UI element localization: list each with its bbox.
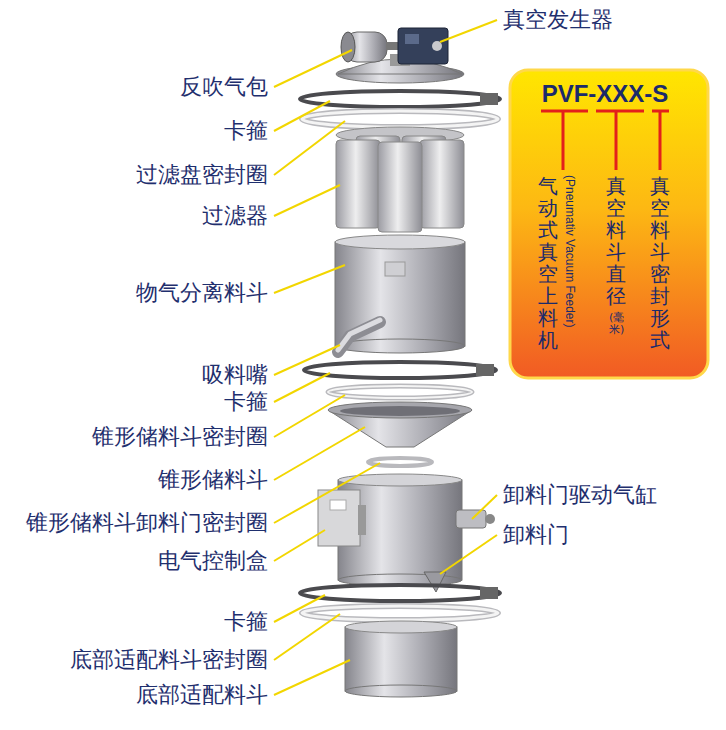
gasket	[328, 386, 472, 398]
clamp	[304, 362, 496, 378]
storage-section	[318, 474, 495, 592]
clamp-hinge	[476, 364, 494, 376]
filters	[336, 127, 464, 232]
gasket	[328, 386, 472, 398]
part-label: 过滤盘密封圈	[136, 163, 268, 187]
gasket	[302, 606, 498, 620]
part-label: 电气控制盒	[158, 549, 268, 573]
clamp	[300, 91, 500, 107]
part-label: 吸料嘴	[202, 363, 268, 387]
part-label: 卡箍	[224, 390, 268, 414]
part-label: 锥形储料斗	[158, 468, 268, 492]
unit-note: (毫米)	[609, 312, 620, 336]
part-label: 反吹气包	[180, 75, 268, 99]
separator-hopper	[335, 235, 465, 353]
code-underlines	[541, 111, 669, 170]
bottom-hopper	[345, 621, 457, 697]
part-label: 过滤器	[202, 204, 268, 228]
part-label: 锥形储料斗卸料门密封圈	[26, 511, 268, 535]
part-label: 底部适配料斗	[136, 683, 268, 707]
part-label: 卡箍	[224, 610, 268, 634]
part-label: 卡箍	[224, 119, 268, 143]
clamp-hinge	[480, 587, 498, 599]
part-label: 真空发生器	[503, 8, 613, 32]
top-assembly	[336, 28, 464, 83]
model-code-box: PVF-XXX-S 气动式真空上料机 (Pneumativ Vacuum Feede…	[510, 70, 708, 378]
vertical-caption: 气动式真空上料机	[538, 175, 558, 351]
part-label: 底部适配料斗密封圈	[70, 648, 268, 672]
model-code: PVF-XXX-S	[510, 80, 700, 108]
vertical-caption: 真空料斗密封形式	[650, 175, 670, 351]
part-label: 锥形储料斗密封圈	[92, 425, 268, 449]
clamp-hinge	[480, 93, 498, 105]
part-label: 物气分离料斗	[136, 281, 268, 305]
vertical-caption: 真空料斗直径	[606, 175, 626, 307]
part-label: 卸料门	[503, 523, 569, 547]
clamp	[300, 585, 500, 601]
gasket	[302, 606, 498, 620]
model-panel	[510, 70, 708, 378]
cone-hopper	[328, 402, 472, 447]
gasket	[302, 111, 498, 127]
part-label: 卸料门驱动气缸	[503, 483, 657, 507]
gasket	[302, 111, 498, 127]
leader-lines	[274, 20, 497, 695]
english-caption: (Pneumativ Vacuum Feeder)	[563, 175, 576, 328]
